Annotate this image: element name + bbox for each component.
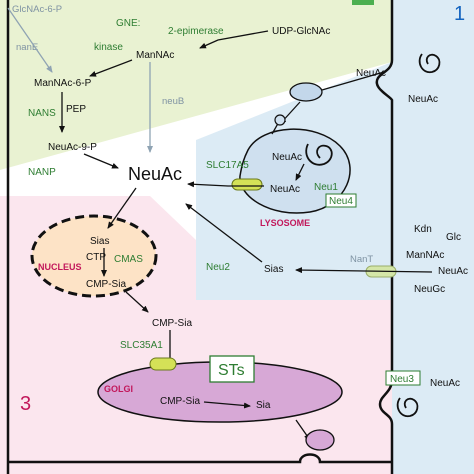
kdn-label: Kdn	[414, 224, 432, 235]
region-number-3: 3	[20, 393, 31, 415]
lysosome-stalk-bulb	[274, 114, 286, 126]
nucleus-label: NUCLEUS	[38, 262, 82, 272]
gne-label: GNE:	[116, 18, 140, 29]
extracellular-neuac-bottom: NeuAc	[430, 378, 460, 389]
ctp-label: CTP	[86, 252, 106, 263]
nans-label: NANS	[28, 108, 56, 119]
arrow-extracellular-to-sias	[295, 267, 433, 274]
extracellular-neuac-row: NeuAc	[438, 266, 468, 277]
slc35a1-label: SLC35A1	[120, 340, 163, 351]
neugc-label: NeuGc	[414, 284, 445, 295]
region-number-1: 1	[454, 3, 465, 25]
cytosol-cmp-sia: CMP-Sia	[152, 318, 192, 329]
epimerase-label: 2-epimerase	[168, 26, 224, 37]
neuac-central-label: NeuAc	[128, 164, 182, 184]
kinase-label: kinase	[94, 42, 123, 53]
arrow-glcnac6p-to-mannac6p	[7, 7, 53, 73]
golgi-cmp-sia: CMP-Sia	[160, 396, 200, 407]
arrow-lysosome-export	[187, 181, 264, 188]
extracellular-neuac-top: NeuAc	[356, 68, 386, 79]
golgi-sia: Sia	[256, 400, 271, 411]
arrow-cmpsia-to-sia	[203, 401, 251, 409]
glc-label: Glc	[446, 232, 461, 243]
slc17a5-transporter	[231, 178, 263, 191]
glycan-spiral-surface-top	[418, 53, 441, 74]
arrow-neuac9p-to-neuac	[83, 153, 119, 169]
neuac9p-label: NeuAc-9-P	[48, 142, 97, 153]
vesicle-top	[289, 82, 323, 102]
arrow-neuac-to-nucleus	[107, 187, 137, 229]
lysosome-label: LYSOSOME	[260, 218, 310, 228]
lysosome-neuac-1: NeuAc	[272, 152, 302, 163]
arrow-nucleus-export	[125, 291, 149, 313]
glycan-spiral-surface-bottom	[396, 397, 419, 418]
slc35a1-transporter	[149, 357, 177, 371]
neu4-label: Neu4	[329, 196, 353, 207]
neu3-label: Neu3	[390, 374, 414, 385]
vesicle-link	[321, 71, 385, 91]
glycan-spiral-lysosome	[305, 143, 333, 166]
arrow-sias-to-neuac	[185, 203, 263, 263]
neu1-label: Neu1	[314, 182, 338, 193]
nucleus-cmp-sia: CMP-Sia	[86, 279, 126, 290]
arrow-mannac-to-mannac6p	[89, 59, 133, 77]
sts-box	[209, 355, 255, 383]
extracellular-neuac-free: NeuAc	[408, 94, 438, 105]
neub-label: neuB	[162, 96, 184, 107]
region-extracellular	[392, 0, 474, 474]
slc17a5-label: SLC17A5	[206, 160, 249, 171]
cmas-label: CMAS	[114, 254, 143, 265]
arrow-lysosome-internal	[295, 163, 305, 181]
pep-label: PEP	[66, 104, 86, 115]
nucleus-sias: Sias	[90, 236, 109, 247]
glcnac6p-label: GlcNAc-6-P	[12, 4, 62, 15]
sts-label: STs	[218, 362, 245, 379]
neu2-label: Neu2	[206, 262, 230, 273]
lysosome-neuac-2: NeuAc	[270, 184, 300, 195]
region-cytosol-biosynthesis	[0, 0, 392, 170]
golgi-label: GOLGI	[104, 384, 133, 394]
nanp-label: NANP	[28, 167, 56, 178]
secretory-vesicle	[305, 429, 335, 451]
udp-glcnac-label: UDP-GlcNAc	[272, 26, 330, 37]
neu4-box	[325, 193, 357, 208]
nant-label: NanT	[350, 254, 373, 265]
neu3-box	[385, 370, 421, 386]
cell-membrane-bottom	[8, 453, 392, 464]
arrow-udp-to-mannac	[199, 30, 269, 49]
sias-cyto-label: Sias	[264, 264, 283, 275]
mannac6p-label: ManNAc-6-P	[34, 78, 92, 89]
region2-marker	[352, 0, 374, 5]
extracellular-mannac: ManNAc	[406, 250, 444, 261]
mannac-label: ManNAc	[136, 50, 174, 61]
nane-label: nanE	[16, 42, 38, 53]
lysosome	[239, 128, 351, 214]
nucleus	[30, 214, 158, 298]
